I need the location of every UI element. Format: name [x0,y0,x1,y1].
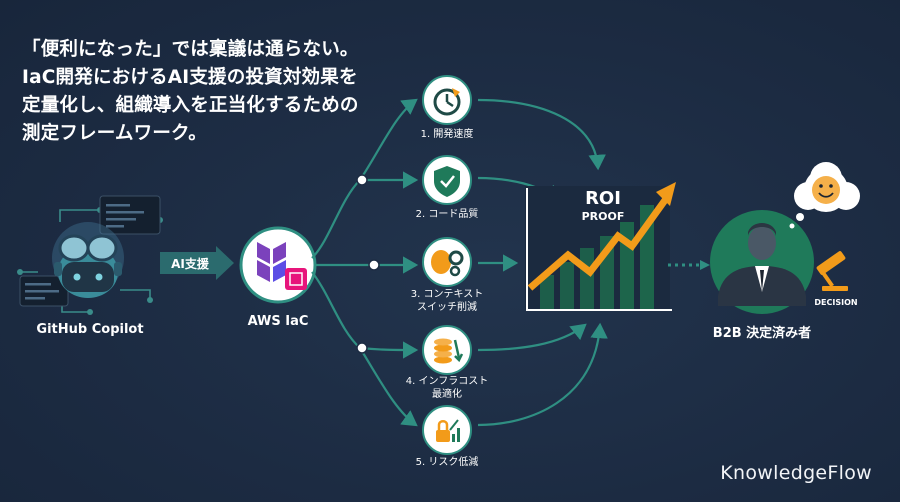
metric-label-5-line1: 5. リスク低減 [415,457,479,468]
metric-label-2: 2. コード品質 [392,208,502,221]
roi-subtitle: PROOF [581,210,625,223]
headline-line-2: IaC開発におけるAI支援の投資対効果を [22,67,358,88]
ai-support-arrow: AI支援 [160,246,234,280]
headline-line-3: 定量化し、組織導入を正当化するための [22,95,359,116]
metric-label-1: 1. 開発速度 [392,128,502,141]
code-window-icon [19,195,161,307]
brain-gear-icon [422,237,472,287]
metric-label-1-line1: 1. 開発速度 [420,129,474,140]
junction-dots [356,174,380,354]
metric-label-2-line1: 2. コード品質 [415,209,479,220]
roi-chart-icon [525,182,676,311]
copilot-icon [52,222,124,298]
roi-title: ROI [585,188,621,209]
metric-label-4-line1: 4. インフラコスト [405,376,489,387]
flow-lines-right [477,98,608,427]
aws-iac-label: AWS IaC [247,314,309,329]
speed-icon [422,75,472,125]
headline: 「便利になった」では稟議は通らない。 IaC開発におけるAI支援の投資対効果を … [22,36,402,148]
headline-line-4: 測定フレームワーク。 [22,123,207,144]
metric-label-3-line2: スイッチ削減 [417,302,477,313]
metric-label-4: 4. インフラコスト 最適化 [392,375,502,401]
coins-icon [422,325,472,375]
headline-line-1: 「便利になった」では稟議は通らない。 [22,39,359,60]
shield-check-icon [422,155,472,205]
decision-maker-label: B2B 決定済み者 [712,326,812,341]
thought-bubble-icon [789,162,860,229]
decision-badge: DECISION [814,298,858,307]
flow-lines [311,98,419,427]
decision-maker-icon [710,210,814,314]
metric-label-4-line2: 最適化 [432,389,462,400]
metric-label-3: 3. コンテキスト スイッチ削減 [392,288,502,314]
metric-label-5: 5. リスク低減 [392,456,502,469]
metric-label-3-line1: 3. コンテキスト [410,289,484,300]
gavel-icon [816,251,848,291]
brand-logo: KnowledgeFlow [720,462,872,484]
copilot-label: GitHub Copilot [36,322,144,337]
lock-chart-icon [422,405,472,455]
aws-iac-icon [239,226,317,304]
ai-support-label: AI支援 [171,257,209,271]
